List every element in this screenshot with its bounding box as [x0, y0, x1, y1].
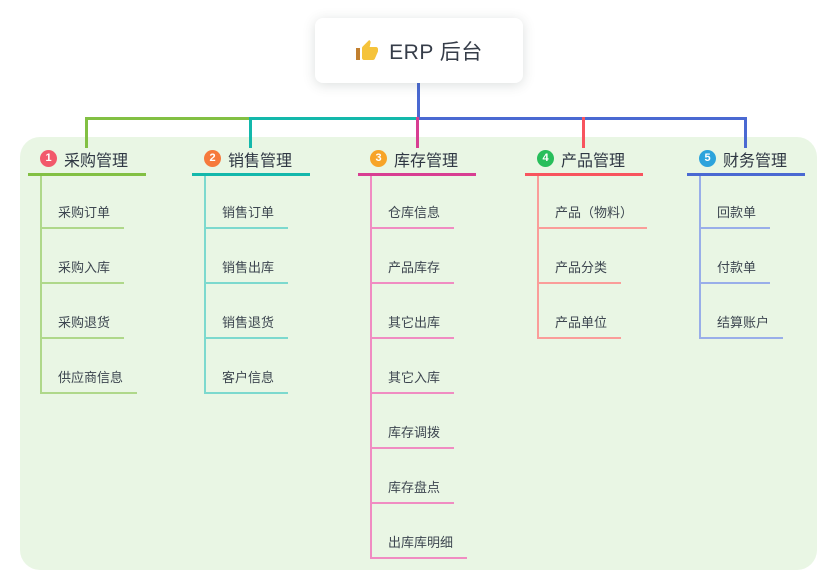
child-node[interactable]: 销售出库	[206, 260, 289, 284]
child-node[interactable]: 供应商信息	[42, 370, 138, 394]
child-node[interactable]: 库存盘点	[372, 480, 455, 504]
branch-children: 销售订单销售出库销售退货客户信息	[204, 176, 310, 394]
thumbs-up-icon	[356, 39, 379, 60]
child-row: 产品单位	[539, 284, 647, 339]
child-node[interactable]: 其它入库	[372, 370, 455, 394]
branch-children: 仓库信息产品库存其它出库其它入库库存调拨库存盘点出库库明细	[370, 176, 476, 559]
child-node[interactable]: 采购订单	[42, 205, 125, 229]
child-row: 采购退货	[42, 284, 146, 339]
child-row: 供应商信息	[42, 339, 146, 394]
child-row: 出库库明细	[372, 504, 476, 559]
branch-3: 3 库存管理仓库信息产品库存其它出库其它入库库存调拨库存盘点出库库明细	[358, 147, 477, 559]
child-row: 采购入库	[42, 229, 146, 284]
branch-label: 产品管理	[561, 152, 626, 170]
child-row: 销售出库	[206, 229, 310, 284]
connector-bus-segment-middle	[250, 117, 419, 120]
branch-node-1[interactable]: 1 采购管理	[28, 147, 147, 176]
branch-2: 2 销售管理销售订单销售出库销售退货客户信息	[192, 147, 311, 394]
branch-number-badge: 2	[204, 150, 221, 167]
child-row: 采购订单	[42, 176, 146, 229]
branch-children: 采购订单采购入库采购退货供应商信息	[40, 176, 146, 394]
branch-drop-connector-2	[249, 117, 252, 148]
branch-children: 产品（物料） 产品分类产品单位	[537, 176, 648, 339]
branch-1: 1 采购管理采购订单采购入库采购退货供应商信息	[28, 147, 147, 394]
child-row: 库存调拨	[372, 394, 476, 449]
branch-label: 财务管理	[723, 152, 788, 170]
child-node[interactable]: 产品单位	[539, 315, 622, 339]
branch-number-badge: 4	[537, 150, 554, 167]
child-row: 仓库信息	[372, 176, 476, 229]
root-node[interactable]: ERP 后台	[315, 18, 523, 83]
root-label: ERP 后台	[389, 40, 483, 64]
branch-label: 库存管理	[394, 152, 459, 170]
child-node[interactable]: 产品（物料）	[539, 205, 648, 229]
child-node[interactable]: 销售订单	[206, 205, 289, 229]
child-node[interactable]: 客户信息	[206, 370, 289, 394]
child-node[interactable]: 仓库信息	[372, 205, 455, 229]
child-row: 库存盘点	[372, 449, 476, 504]
child-node[interactable]: 采购入库	[42, 260, 125, 284]
child-node[interactable]: 产品库存	[372, 260, 455, 284]
canvas-panel	[20, 137, 817, 570]
branch-drop-connector-1	[85, 117, 88, 148]
child-row: 客户信息	[206, 339, 310, 394]
child-node[interactable]: 结算账户	[701, 315, 784, 339]
child-node[interactable]: 销售退货	[206, 315, 289, 339]
child-node[interactable]: 出库库明细	[372, 535, 468, 559]
child-row: 结算账户	[701, 284, 805, 339]
child-node[interactable]: 产品分类	[539, 260, 622, 284]
child-row: 产品分类	[539, 229, 647, 284]
child-node[interactable]: 库存调拨	[372, 425, 455, 449]
branch-node-2[interactable]: 2 销售管理	[192, 147, 311, 176]
child-row: 付款单	[701, 229, 805, 284]
root-stem-connector	[417, 80, 420, 119]
branch-label: 销售管理	[228, 152, 293, 170]
branch-5: 5 财务管理回款单付款单结算账户	[687, 147, 806, 339]
branch-node-5[interactable]: 5 财务管理	[687, 147, 806, 176]
child-node[interactable]: 付款单	[701, 260, 771, 284]
branch-number-badge: 3	[370, 150, 387, 167]
branch-node-3[interactable]: 3 库存管理	[358, 147, 477, 176]
branch-drop-connector-5	[744, 117, 747, 148]
connector-bus-segment-left	[86, 117, 252, 120]
branch-number-badge: 1	[40, 150, 57, 167]
child-node[interactable]: 其它出库	[372, 315, 455, 339]
child-row: 其它入库	[372, 339, 476, 394]
branch-drop-connector-3	[416, 117, 419, 148]
branch-drop-connector-4	[582, 117, 585, 148]
branch-number-badge: 5	[699, 150, 716, 167]
child-row: 产品库存	[372, 229, 476, 284]
branch-children: 回款单付款单结算账户	[699, 176, 805, 339]
child-row: 销售订单	[206, 176, 310, 229]
branch-label: 采购管理	[64, 152, 129, 170]
branch-node-4[interactable]: 4 产品管理	[525, 147, 644, 176]
child-row: 其它出库	[372, 284, 476, 339]
child-node[interactable]: 回款单	[701, 205, 771, 229]
branch-4: 4 产品管理产品（物料） 产品分类产品单位	[525, 147, 648, 339]
child-node[interactable]: 采购退货	[42, 315, 125, 339]
child-row: 产品（物料）	[539, 176, 648, 229]
child-row: 销售退货	[206, 284, 310, 339]
child-row: 回款单	[701, 176, 805, 229]
